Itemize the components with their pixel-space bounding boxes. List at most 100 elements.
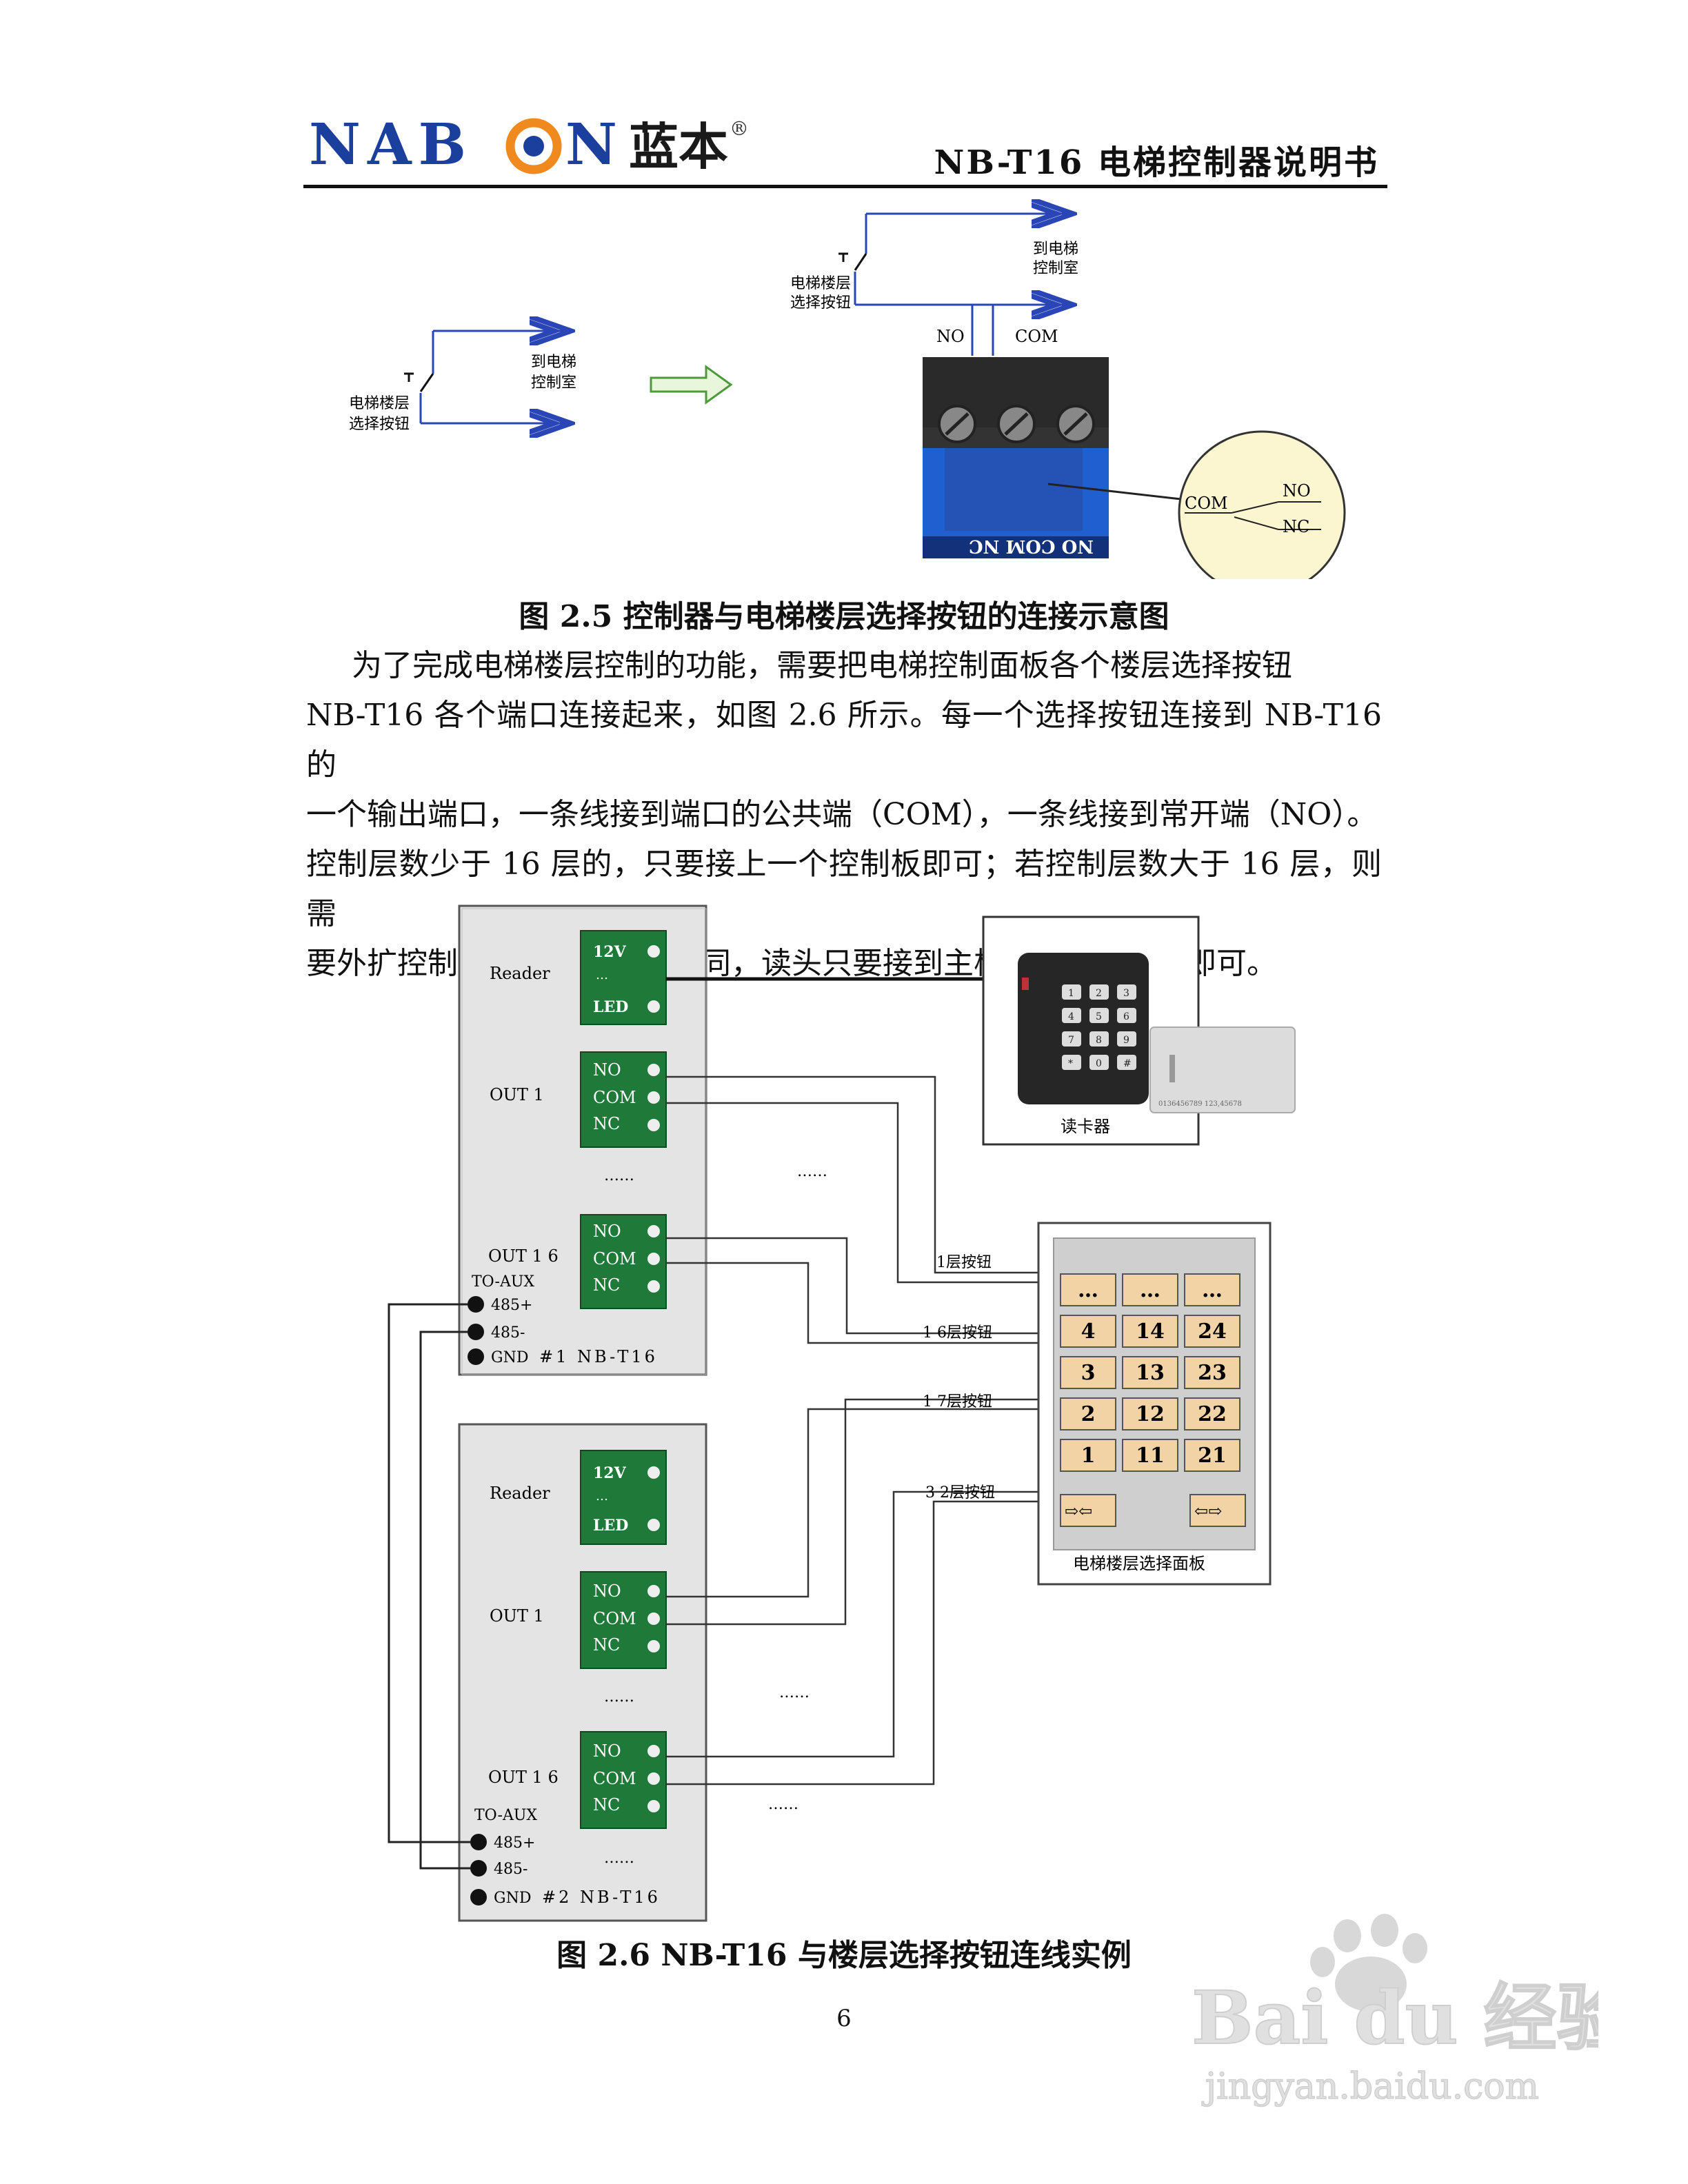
logo-reg: ® xyxy=(730,117,749,140)
svg-text:……: …… xyxy=(604,1167,634,1184)
svg-text:NC: NC xyxy=(593,1275,620,1295)
left-dest-label-2: 控制室 xyxy=(531,374,576,392)
svg-text:……: …… xyxy=(768,1796,798,1813)
svg-text:*: * xyxy=(1068,1058,1073,1069)
right-button-label-2: 选择按钮 xyxy=(790,294,851,312)
floor-button-label: 4 xyxy=(1081,1320,1096,1344)
floor-button-label: … xyxy=(1140,1278,1160,1302)
floor-button-label: 14 xyxy=(1136,1320,1165,1344)
svg-text:…: … xyxy=(596,968,608,982)
svg-text:12V: 12V xyxy=(593,1464,627,1482)
floor-button-label: … xyxy=(1078,1278,1098,1302)
floor-button-label: 12 xyxy=(1136,1402,1165,1426)
floor-button xyxy=(1184,1273,1240,1306)
svg-text:0136456789 123,45678: 0136456789 123,45678 xyxy=(1158,1100,1242,1108)
svg-text:485+: 485+ xyxy=(491,1297,532,1314)
right-dest-label-2: 控制室 xyxy=(1033,260,1078,277)
svg-text:4: 4 xyxy=(1068,1011,1074,1022)
floor-button-label: 11 xyxy=(1136,1444,1165,1468)
svg-text:12V: 12V xyxy=(593,943,627,961)
logo-ring-icon xyxy=(505,118,562,174)
door-open-button xyxy=(1060,1494,1116,1527)
terminal-block: NO COM NC xyxy=(923,357,1194,558)
svg-text:NO: NO xyxy=(1283,481,1311,501)
svg-text:读卡器: 读卡器 xyxy=(1061,1117,1110,1136)
floor-button-label: 1 xyxy=(1081,1444,1096,1468)
floor-button xyxy=(1060,1439,1116,1472)
floor-button-label: 2 xyxy=(1081,1402,1096,1426)
figure-2-6-caption: 图 2.6 NB-T16 与楼层选择按钮连线实例 xyxy=(556,1938,1132,1973)
svg-text:NO: NO xyxy=(593,1581,621,1601)
svg-text:COM: COM xyxy=(593,1088,636,1107)
svg-text:COM: COM xyxy=(593,1249,636,1268)
reader-device-icon xyxy=(1018,953,1149,1104)
rfid-card-icon xyxy=(1149,1027,1296,1113)
logo-cn: 蓝本 xyxy=(629,117,728,176)
svg-text:3: 3 xyxy=(1123,988,1129,999)
floor-button xyxy=(1122,1356,1178,1389)
svg-text:Reader: Reader xyxy=(490,1484,550,1503)
svg-text:……: …… xyxy=(604,1688,634,1706)
left-button-label-1: 电梯楼层 xyxy=(349,395,410,412)
floor-button xyxy=(1184,1397,1240,1430)
floor-button xyxy=(1060,1397,1116,1430)
door-close-button xyxy=(1189,1494,1246,1527)
svg-text:OUT 1 6: OUT 1 6 xyxy=(488,1768,559,1787)
right-button-label-1: 电梯楼层 xyxy=(790,275,851,292)
svg-text:NC: NC xyxy=(1283,517,1309,536)
wire-label-f1: 1层按钮 xyxy=(936,1254,992,1271)
svg-text:NAB: NAB xyxy=(309,114,473,176)
svg-text:7: 7 xyxy=(1068,1035,1074,1046)
floor-button-label: 23 xyxy=(1198,1361,1227,1385)
svg-text:#: # xyxy=(1123,1058,1132,1069)
right-dest-label-1: 到电梯 xyxy=(1033,241,1078,258)
floor-button xyxy=(1184,1439,1240,1472)
contact-bubble: COM NO NC xyxy=(1178,430,1346,579)
svg-text:NO: NO xyxy=(593,1222,621,1241)
com-label: COM xyxy=(1015,327,1058,346)
svg-text:5: 5 xyxy=(1096,1011,1102,1022)
svg-text:jingyan.baidu.com: jingyan.baidu.com xyxy=(1202,2066,1539,2107)
no-label: NO xyxy=(936,327,965,346)
svg-text:⇦⇨: ⇦⇨ xyxy=(1194,1502,1222,1521)
svg-text:LED: LED xyxy=(593,998,628,1016)
board-2: Reader 12V … LED OUT 1 NO COM NC …… OUT … xyxy=(458,1423,707,1922)
floor-button xyxy=(1184,1315,1240,1348)
svg-text:NO: NO xyxy=(593,1060,621,1080)
svg-text:⇨⇦: ⇨⇦ xyxy=(1065,1502,1092,1521)
svg-text:OUT 1: OUT 1 xyxy=(490,1085,544,1104)
svg-text:485-: 485- xyxy=(491,1324,525,1342)
header-rule xyxy=(303,185,1387,188)
svg-text:Reader: Reader xyxy=(490,964,550,983)
floor-button xyxy=(1060,1315,1116,1348)
svg-text:TO-AUX: TO-AUX xyxy=(472,1273,534,1291)
svg-text:……: …… xyxy=(604,1850,634,1867)
header-logo: NAB N 蓝本 ® xyxy=(309,112,792,178)
svg-text:COM: COM xyxy=(593,1769,636,1788)
wire-label-f17: 1 7层按钮 xyxy=(923,1393,992,1410)
floor-button-label: 13 xyxy=(1136,1361,1165,1385)
wire-label-f16: 1 6层按钮 xyxy=(923,1324,992,1342)
figure-2-5: 电梯楼层 选择按钮 到电梯 控制室 电梯楼层 选择按钮 到电梯 控制室 NO C… xyxy=(349,193,1346,579)
svg-text:NC: NC xyxy=(593,1795,620,1814)
svg-text:GND: GND xyxy=(491,1349,528,1366)
right-button-schematic: 电梯楼层 选择按钮 到电梯 控制室 NO COM xyxy=(790,214,1078,356)
floor-button xyxy=(1122,1273,1178,1306)
floor-panel-label: 电梯楼层选择面板 xyxy=(1073,1554,1205,1573)
floor-button xyxy=(1184,1356,1240,1389)
svg-text:N: N xyxy=(565,114,617,176)
floor-button xyxy=(1122,1315,1178,1348)
floor-button xyxy=(1060,1356,1116,1389)
figure-2-5-caption: 图 2.5 控制器与电梯楼层选择按钮的连接示意图 xyxy=(519,599,1169,634)
svg-text:2: 2 xyxy=(1096,988,1102,999)
floor-button-label: 22 xyxy=(1198,1402,1227,1426)
svg-text:6: 6 xyxy=(1123,1011,1129,1022)
svg-text:#2 NB-T16: #2 NB-T16 xyxy=(542,1888,661,1907)
svg-text:8: 8 xyxy=(1096,1035,1102,1046)
left-dest-label-1: 到电梯 xyxy=(531,354,576,371)
svg-text:Bai du 经验: Bai du 经验 xyxy=(1192,1974,1598,2061)
para-line-2: NB-T16 各个端口连接起来，如图 2.6 所示。每一个选择按钮连接到 NB-… xyxy=(306,698,1382,782)
